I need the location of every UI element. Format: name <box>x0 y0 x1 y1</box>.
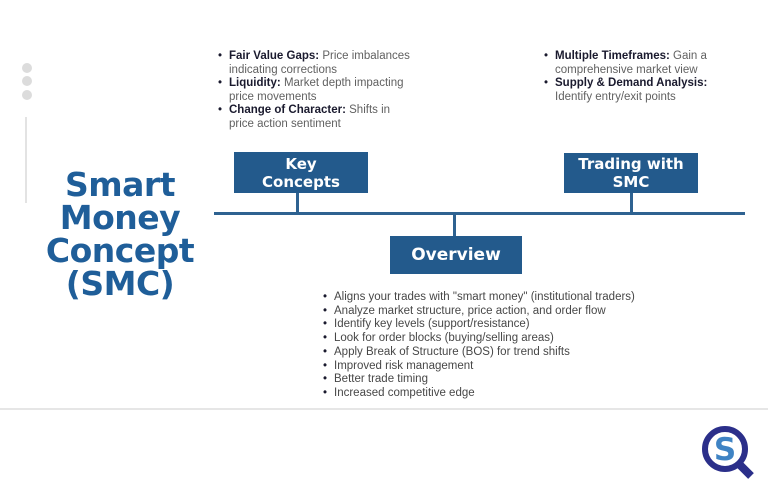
list-item: Liquidity: Market depth impacting price … <box>218 77 414 104</box>
list-item: Analyze market structure, price action, … <box>323 305 668 319</box>
decor-dot <box>22 63 32 73</box>
list-item: Supply & Demand Analysis: Identify entry… <box>544 77 736 104</box>
list-item-text: Market depth impacting price movements <box>229 77 404 103</box>
list-item-text: Better trade timing <box>334 373 428 386</box>
list-item-label: Multiple Timeframes: <box>555 50 670 62</box>
list-item-text: Improved risk management <box>334 359 474 372</box>
list-item-text: Aligns your trades with "smart money" (i… <box>334 291 635 303</box>
decor-dot <box>22 76 32 86</box>
svg-text:S: S <box>714 432 736 468</box>
decor-vertical-line <box>25 117 27 203</box>
list-item: Apply Break of Structure (BOS) for trend… <box>323 346 668 360</box>
list-item: Increased competitive edge <box>323 387 668 401</box>
list-item: Multiple Timeframes: Gain a comprehensiv… <box>544 50 736 77</box>
node-trading-with-smc: Trading with SMC <box>564 153 698 193</box>
connector-overview <box>453 213 456 237</box>
list-item: Identify key levels (support/resistance) <box>323 318 668 332</box>
node-overview: Overview <box>390 236 522 274</box>
list-item-text: Increased competitive edge <box>334 386 475 399</box>
node-key-concepts: Key Concepts <box>234 152 368 193</box>
list-item-label: Fair Value Gaps: <box>229 50 320 62</box>
connector-trading <box>630 192 633 214</box>
trading-list: Multiple Timeframes: Gain a comprehensiv… <box>544 50 736 104</box>
decor-dot <box>22 90 32 100</box>
page-title: Smart Money Concept (SMC) <box>45 165 195 303</box>
list-item: Look for order blocks (buying/selling ar… <box>323 332 668 346</box>
list-item: Improved risk management <box>323 360 668 374</box>
list-item-text: Analyze market structure, price action, … <box>334 304 606 317</box>
list-item-text: Shifts in price action sentiment <box>229 104 391 130</box>
list-item-text: Look for order blocks (buying/selling ar… <box>334 332 554 345</box>
list-item-label: Liquidity: <box>229 77 281 90</box>
list-item-text: Price imbalances indicating corrections <box>229 50 410 76</box>
list-item-text: Identify key levels (support/resistance) <box>334 318 530 331</box>
key-concepts-list: Fair Value Gaps: Price imbalances indica… <box>218 50 414 132</box>
list-item-text: Identify entry/exit points <box>555 90 676 103</box>
list-item-label: Supply & Demand Analysis: <box>555 77 708 90</box>
list-item: Change of Character: Shifts in price act… <box>218 104 414 131</box>
sq-magnifier-logo-icon: S <box>702 426 754 479</box>
list-item-text: Apply Break of Structure (BOS) for trend… <box>334 345 570 358</box>
list-item-text: Gain a comprehensive market view <box>555 50 707 76</box>
list-item: Better trade timing <box>323 373 668 387</box>
overview-list: Aligns your trades with "smart money" (i… <box>323 291 668 401</box>
footer-divider <box>0 408 768 410</box>
connector-horizontal <box>214 212 745 215</box>
list-item: Fair Value Gaps: Price imbalances indica… <box>218 50 414 77</box>
list-item: Aligns your trades with "smart money" (i… <box>323 291 668 305</box>
connector-key-concepts <box>296 192 299 214</box>
list-item-label: Change of Character: <box>229 104 346 117</box>
